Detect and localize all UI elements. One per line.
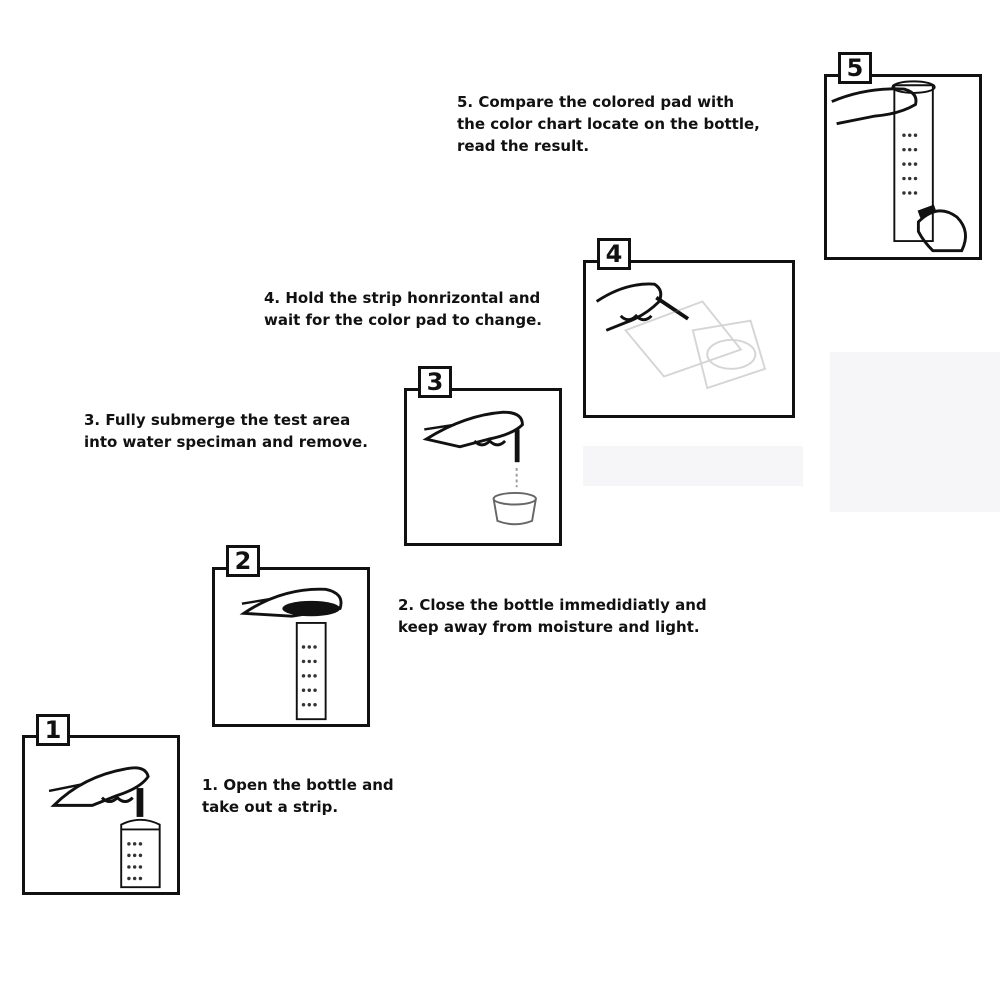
step-4-number-badge: 4: [597, 238, 631, 270]
hand-pulling-strip-from-bottle: [48, 766, 161, 889]
strip-held-horizontal-waiting: [595, 282, 767, 390]
background-smudge: [830, 352, 1000, 512]
strip-dipped-in-water-cup: [422, 410, 537, 526]
step-4-caption: 4. Hold the strip honrizontal and wait f…: [264, 287, 542, 331]
step-5-caption-line: 5. Compare the colored pad with: [457, 93, 735, 111]
step-2-caption-line: 2. Close the bottle immedidiatly and: [398, 596, 707, 614]
step-1-illustration: [22, 735, 180, 895]
step-1-number-badge: 1: [36, 714, 70, 746]
step-4-illustration: [583, 260, 795, 418]
step-1-caption-line: take out a strip.: [202, 798, 339, 816]
step-2-illustration: [212, 567, 370, 727]
step-1-caption-line: 1. Open the bottle and: [202, 776, 394, 794]
step-5-number-badge: 5: [838, 52, 872, 84]
step-5-illustration: [824, 74, 982, 260]
step-2-caption-line: keep away from moisture and light.: [398, 618, 700, 636]
step-4-caption-line: wait for the color pad to change.: [264, 311, 542, 329]
step-3-caption-line: into water speciman and remove.: [84, 433, 368, 451]
step-3-caption: 3. Fully submerge the test area into wat…: [84, 409, 368, 453]
step-3-illustration: [404, 388, 562, 546]
compare-strip-to-bottle-chart: [831, 80, 967, 253]
step-3-caption-line: 3. Fully submerge the test area: [84, 411, 351, 429]
background-smudge: [583, 446, 803, 486]
hand-closing-bottle: [239, 587, 343, 721]
step-2-caption: 2. Close the bottle immedidiatly and kee…: [398, 594, 707, 638]
step-5-caption-line: read the result.: [457, 137, 590, 155]
step-2-number-badge: 2: [226, 545, 260, 577]
step-5-caption: 5. Compare the colored pad with the colo…: [457, 91, 760, 157]
step-4-caption-line: 4. Hold the strip honrizontal and: [264, 289, 541, 307]
step-1-caption: 1. Open the bottle and take out a strip.: [202, 774, 394, 818]
step-3-number-badge: 3: [418, 366, 452, 398]
step-5-caption-line: the color chart locate on the bottle,: [457, 115, 760, 133]
